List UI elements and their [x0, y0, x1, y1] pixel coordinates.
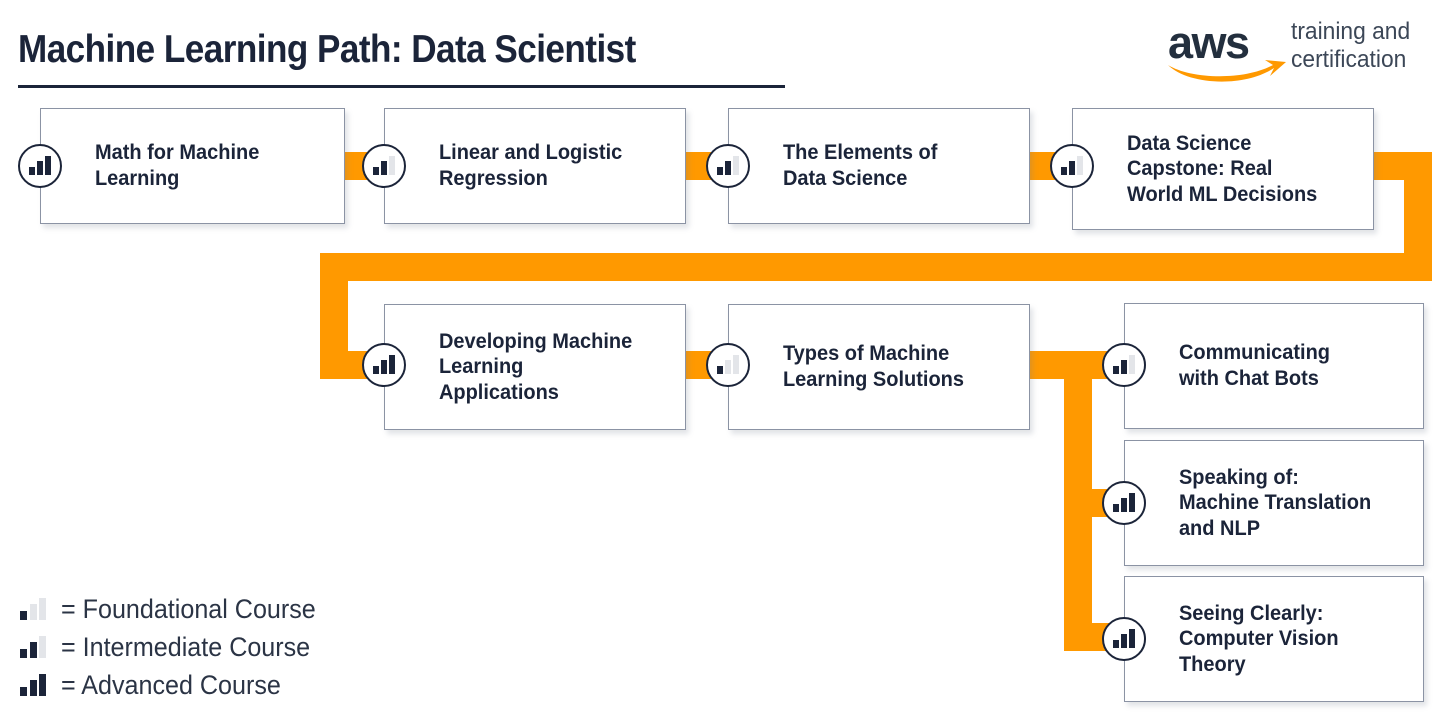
aws-training-certification-logo: aws training and certification — [1168, 14, 1438, 86]
bar-chart-icon — [1113, 493, 1135, 512]
bar-chart-icon — [29, 156, 51, 175]
bar-chart-icon — [1113, 355, 1135, 374]
bar-chart-icon-advanced — [20, 674, 50, 696]
legend: = Foundational Course = Intermediate Cou… — [20, 590, 335, 704]
connector-row2-horizontal-sweep — [320, 253, 1432, 281]
connector-row1-to-row2-vertical — [1404, 152, 1432, 260]
legend-label: = Intermediate Course — [61, 631, 311, 662]
course-card-data-science-capstone[interactable]: Data Science Capstone: Real World ML Dec… — [1072, 108, 1374, 230]
bar-chart-icon — [373, 156, 395, 175]
aws-sublabel: training and certification — [1291, 18, 1411, 74]
course-title: Speaking of: Machine Translation and NLP — [1178, 464, 1372, 540]
legend-item-intermediate: = Intermediate Course — [20, 628, 335, 666]
bar-chart-icon — [1113, 629, 1135, 648]
course-title: Linear and Logistic Regression — [438, 140, 623, 190]
level-badge-foundational — [706, 343, 750, 387]
level-badge-intermediate — [706, 144, 750, 188]
course-title: Math for Machine Learning — [94, 140, 260, 190]
level-badge-advanced — [1102, 617, 1146, 661]
bar-chart-icon-intermediate — [20, 636, 50, 658]
title-divider — [18, 85, 785, 88]
course-card-seeing-clearly-computer-vision-theory[interactable]: Seeing Clearly: Computer Vision Theory — [1124, 576, 1424, 702]
bar-chart-icon-foundational — [20, 598, 50, 620]
aws-smile-icon — [1168, 60, 1286, 82]
level-badge-intermediate — [1050, 144, 1094, 188]
aws-wordmark: aws — [1168, 17, 1250, 68]
course-title: Communicating with Chat Bots — [1178, 340, 1331, 390]
course-title: Seeing Clearly: Computer Vision Theory — [1178, 600, 1339, 676]
course-title: Types of Machine Learning Solutions — [782, 341, 965, 391]
level-badge-advanced — [1102, 481, 1146, 525]
course-title: The Elements of Data Science — [782, 140, 938, 190]
bar-chart-icon — [1061, 156, 1083, 175]
course-card-developing-machine-learning-applications[interactable]: Developing Machine Learning Applications — [384, 304, 686, 430]
legend-item-foundational: = Foundational Course — [20, 590, 335, 628]
bar-chart-icon — [717, 355, 739, 374]
level-badge-advanced — [18, 144, 62, 188]
legend-item-advanced: = Advanced Course — [20, 666, 335, 704]
bar-chart-icon — [373, 355, 395, 374]
course-card-types-of-machine-learning-solutions[interactable]: Types of Machine Learning Solutions — [728, 304, 1030, 430]
page-title: Machine Learning Path: Data Scientist — [18, 28, 636, 71]
course-card-the-elements-of-data-science[interactable]: The Elements of Data Science — [728, 108, 1030, 224]
level-badge-intermediate — [362, 144, 406, 188]
bar-chart-icon — [717, 156, 739, 175]
course-card-linear-and-logistic-regression[interactable]: Linear and Logistic Regression — [384, 108, 686, 224]
legend-label: = Advanced Course — [61, 669, 281, 700]
course-title: Data Science Capstone: Real World ML Dec… — [1126, 130, 1318, 206]
level-badge-intermediate — [1102, 343, 1146, 387]
course-card-speaking-of-machine-translation-and-nlp[interactable]: Speaking of: Machine Translation and NLP — [1124, 440, 1424, 566]
legend-label: = Foundational Course — [61, 593, 316, 624]
course-card-math-for-machine-learning[interactable]: Math for Machine Learning — [40, 108, 345, 224]
course-title: Developing Machine Learning Applications — [438, 328, 633, 404]
course-card-communicating-with-chat-bots[interactable]: Communicating with Chat Bots — [1124, 303, 1424, 429]
level-badge-advanced — [362, 343, 406, 387]
